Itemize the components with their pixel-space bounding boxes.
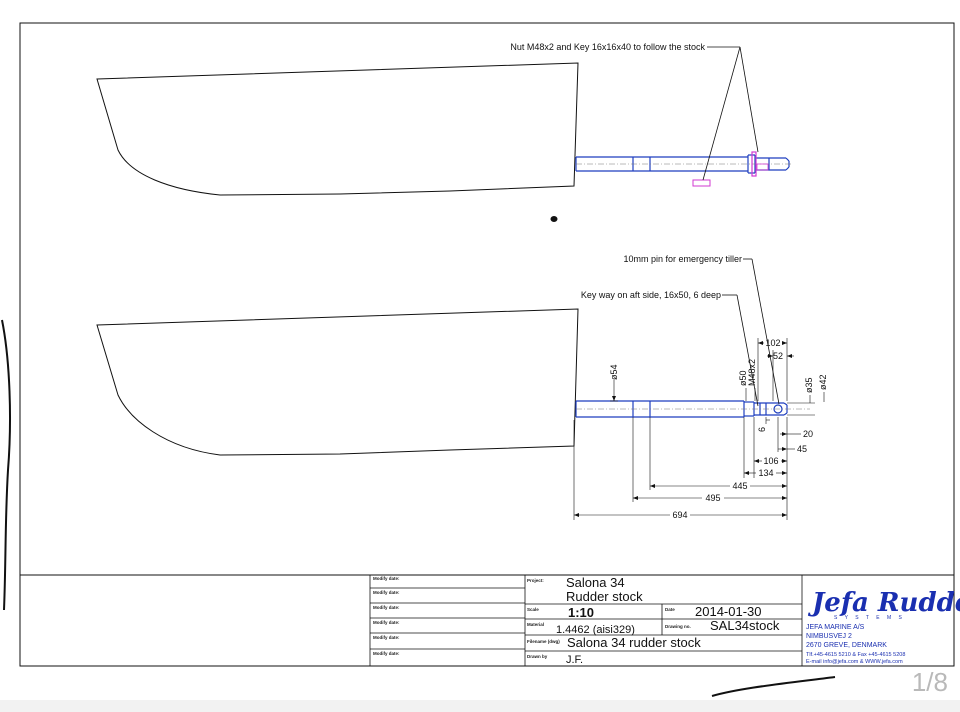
dim-d54: ø54 <box>609 364 619 380</box>
dim-694: 694 <box>672 510 687 520</box>
bottom-rudder-view <box>96 308 810 456</box>
dim-d50: ø50 <box>738 370 748 386</box>
dimension-arrows <box>574 341 792 517</box>
date-label: Date <box>665 607 675 612</box>
company-line3: 2670 GREVE, DENMARK <box>806 642 887 649</box>
dim-d42: ø42 <box>818 374 828 390</box>
company-logo: Jefa Rudder <box>807 588 960 618</box>
project-line1: Salona 34 <box>566 575 625 590</box>
dim-52: 52 <box>773 351 783 361</box>
filename-label: Filename (dwg) <box>527 639 560 644</box>
page-indicator[interactable]: 1/8 <box>911 667 948 697</box>
viewer-bottom-bar <box>0 700 960 712</box>
dim-m48: M48x2 <box>747 359 757 386</box>
drawn-by-label: Drawn by <box>527 654 548 659</box>
top-rudder-view <box>96 62 792 222</box>
leader-nut-key <box>702 46 759 181</box>
dimension-lines <box>573 338 825 520</box>
nut-outline <box>751 151 757 177</box>
rudder-blade-bottom <box>96 308 579 456</box>
leader-pin <box>743 258 780 405</box>
modify-label-4: Modify date: <box>373 620 400 625</box>
dim-495: 495 <box>705 493 720 503</box>
pen-scribble-bottom <box>711 676 836 697</box>
dim-20: 20 <box>803 429 813 439</box>
modify-label-2: Modify date: <box>373 590 400 595</box>
modify-label-1: Modify date: <box>373 576 400 581</box>
modify-label-3: Modify date: <box>373 605 400 610</box>
company-line5: E-mail info@jefa.com & WWW.jefa.com <box>806 659 903 665</box>
drawn-by-value: J.F. <box>566 654 583 666</box>
date-value: 2014-01-30 <box>695 604 762 619</box>
drawing-no-value: SAL34stock <box>710 618 780 633</box>
modify-label-5: Modify date: <box>373 635 400 640</box>
pen-scribble-left <box>1 319 11 611</box>
ink-dot <box>550 216 558 222</box>
company-logo-sub: S Y S T E M S <box>834 615 905 621</box>
dim-445: 445 <box>732 481 747 491</box>
rudder-blade-top <box>96 62 579 196</box>
modify-label-6: Modify date: <box>373 651 400 656</box>
material-value: 1.4462 (aisi329) <box>556 624 635 636</box>
annotation-pin: 10mm pin for emergency tiller <box>623 254 742 264</box>
annotation-nut-key: Nut M48x2 and Key 16x16x40 to follow the… <box>510 42 705 52</box>
annotation-keyway: Key way on aft side, 16x50, 6 deep <box>581 290 721 300</box>
project-label: Project: <box>527 578 544 583</box>
project-line2: Rudder stock <box>566 589 643 604</box>
dim-6: 6 <box>757 427 767 432</box>
company-line2: NIMBUSVEJ 2 <box>806 633 852 640</box>
drawing-no-label: Drawing no. <box>665 624 691 629</box>
company-line1: JEFA MARINE A/S <box>806 624 865 631</box>
dim-134: 134 <box>758 468 773 478</box>
dim-45: 45 <box>797 444 807 454</box>
title-block: Modify date: Modify date: Modify date: M… <box>20 574 960 666</box>
dim-102: 102 <box>765 338 780 348</box>
leader-keyway <box>722 294 759 407</box>
scale-label: Scale <box>527 607 539 612</box>
company-line4: Tlf.+45-4615 5210 & Fax +45-4615 5208 <box>806 652 905 658</box>
dim-d35: ø35 <box>804 377 814 393</box>
dim-106: 106 <box>763 456 778 466</box>
filename-value: Salona 34 rudder stock <box>567 635 701 650</box>
scale-value: 1:10 <box>568 605 594 620</box>
sheet-border <box>19 22 955 667</box>
material-label: Material <box>527 622 544 627</box>
key-outline <box>692 179 711 187</box>
